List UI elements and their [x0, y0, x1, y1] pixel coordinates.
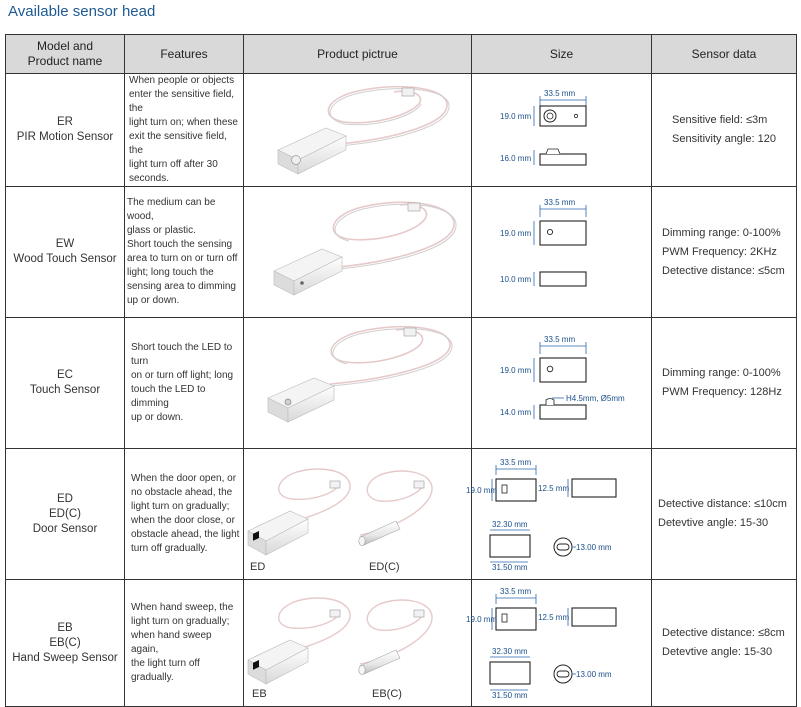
product-picture	[243, 73, 472, 187]
dim-width: 33.5 mm	[500, 587, 531, 596]
product-picture: ED ED(C)	[243, 448, 472, 580]
dim-tube-diameter: 13.00 mm	[576, 670, 612, 679]
dim-tube-length: 32.30 mm	[492, 520, 528, 529]
sensor-data: Dimming range: 0-100%PWM Frequency: 2KHz…	[651, 186, 797, 318]
caption-ed: ED	[250, 561, 265, 573]
dim-tube-length: 32.30 mm	[492, 647, 528, 656]
page-title: Available sensor head	[8, 3, 156, 20]
dim-depth: 16.0 mm	[500, 154, 531, 163]
ec-dimension-drawing: 33.5 mm 19.0 mm H4.5mm, Ø5mm 14.0 mm	[500, 335, 625, 420]
caption-edc: ED(C)	[369, 561, 400, 573]
dim-depth: 12.5 mm	[538, 613, 569, 622]
dim-width: 33.5 mm	[544, 89, 575, 98]
size-drawing: 33.5 mm 19.0 mm 10.0 mm	[471, 186, 652, 318]
eb-dimension-drawing: 33.5 mm 19.0 mm 12.5 mm 32.30 mm 31.50 m…	[466, 587, 617, 700]
product-picture: EB EB(C)	[243, 579, 472, 707]
product-picture	[243, 186, 472, 318]
dim-height: 19.0 mm	[500, 366, 531, 375]
dim-width: 33.5 mm	[544, 198, 575, 207]
dim-height: 19.0 mm	[500, 229, 531, 238]
dim-depth: 14.0 mm	[500, 408, 531, 417]
header-sensor-data: Sensor data	[651, 34, 797, 74]
caption-eb: EB	[252, 688, 267, 700]
er-dimension-drawing: 33.5 mm 19.0 mm 16.0 mm	[500, 89, 587, 166]
header-features: Features	[124, 34, 244, 74]
dim-depth: 12.5 mm	[538, 484, 569, 493]
dim-height: 19.0 mm	[466, 615, 497, 624]
hand-sweep-sensor-images: EB EB(C)	[247, 597, 433, 700]
size-drawing: 33.5 mm 19.0 mm 12.5 mm 32.30 mm 31.50 m…	[466, 579, 652, 707]
header-picture: Product pictrue	[243, 34, 472, 74]
caption-ebc: EB(C)	[372, 688, 402, 700]
header-size: Size	[471, 34, 652, 74]
ew-dimension-drawing: 33.5 mm 19.0 mm 10.0 mm	[500, 198, 587, 287]
product-picture	[243, 317, 472, 449]
dim-tube-length-2: 31.50 mm	[492, 691, 528, 700]
wood-touch-sensor-image	[273, 201, 457, 296]
dim-tube-length-2: 31.50 mm	[492, 563, 528, 572]
dim-tube-diameter: 13.00 mm	[576, 543, 612, 552]
size-drawing: 33.5 mm 19.0 mm H4.5mm, Ø5mm 14.0 mm	[471, 317, 652, 449]
sensor-data: Dimming range: 0-100%PWM Frequency: 128H…	[651, 317, 797, 449]
dim-width: 33.5 mm	[544, 335, 575, 344]
door-sensor-images: ED ED(C)	[247, 468, 433, 573]
dim-depth: 10.0 mm	[500, 275, 531, 284]
touch-sensor-image	[267, 325, 453, 423]
ed-dimension-drawing: 33.5 mm 19.0 mm 12.5 mm 32.30 mm 31.50 m…	[466, 458, 617, 572]
dim-led: H4.5mm, Ø5mm	[566, 394, 625, 403]
dim-height: 19.0 mm	[466, 486, 497, 495]
features-text: The medium can be wood,glass or plastic.…	[124, 186, 244, 318]
size-drawing: 33.5 mm 19.0 mm 12.5 mm 32.30 mm 31.50 m…	[466, 448, 652, 580]
size-drawing: 33.5 mm 19.0 mm 16.0 mm	[471, 73, 652, 187]
dim-height: 19.0 mm	[500, 112, 531, 121]
dim-width: 33.5 mm	[500, 458, 531, 467]
pir-sensor-image	[277, 85, 450, 175]
